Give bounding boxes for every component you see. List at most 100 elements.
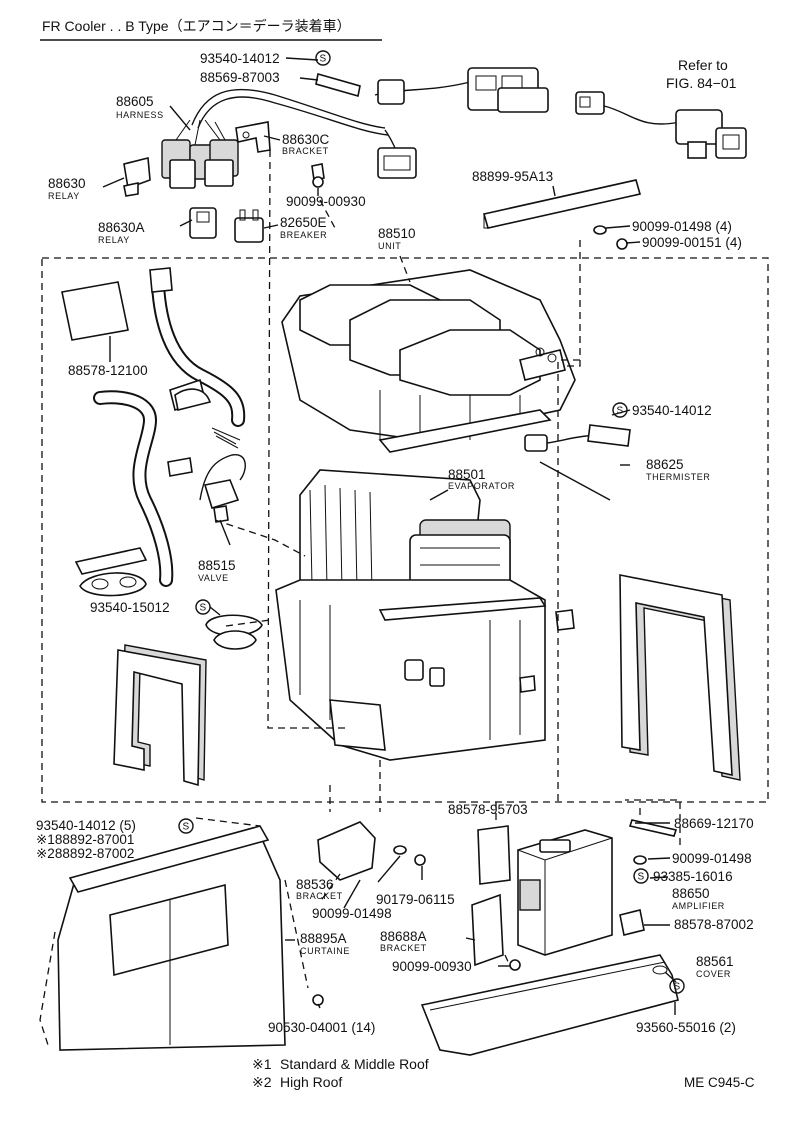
curtain-drawing [57,825,286,1051]
svg-text:88578-95703: 88578-95703 [448,802,528,817]
svg-text:COVER: COVER [696,969,731,979]
harness-drawing [161,67,549,189]
svg-text:Refer to: Refer to [678,57,728,73]
relay-breaker-drawings [123,156,264,243]
part-label-p26: 88536 BRACKET [296,877,343,901]
svg-text:88536: 88536 [296,877,334,892]
svg-text:S: S [638,872,645,883]
svg-text:HARNESS: HARNESS [116,110,164,120]
svg-text:FIG. 84−01: FIG. 84−01 [666,75,737,91]
left-frame-drawing [113,644,207,787]
part-label-p06: 90099-00930 [286,194,366,209]
svg-text:※288892-87002: ※288892-87002 [36,846,134,861]
diagram-title: FR Cooler . . B Type（エアコン＝デーラ装着車） [42,18,351,34]
bracket-88630c-drawing [235,121,325,188]
svg-text:90099-00930: 90099-00930 [392,959,472,974]
part-label-p35: 90530-04001 (14) [268,1020,375,1035]
svg-text:CURTAINE: CURTAINE [300,946,350,956]
svg-text:S: S [674,982,681,993]
part-label-p27: 90179-06115 [376,892,455,907]
svg-text:88630C: 88630C [282,132,330,147]
svg-text:90530-04001 (14): 90530-04001 (14) [268,1020,375,1035]
part-label-p14: 93540-14012 [632,403,712,418]
diagram-title-group: FR Cooler . . B Type（エアコン＝デーラ装着車） [40,18,382,41]
svg-text:BRACKET: BRACKET [296,891,343,901]
svg-text:S: S [617,406,624,417]
right-frame-drawing [619,574,741,781]
svg-text:S: S [200,603,207,614]
reference-harness-drawing [575,91,747,159]
part-label-p20: 88669-12170 [674,816,754,831]
svg-text:93540-14012 (5): 93540-14012 (5) [36,818,136,833]
svg-text:88501: 88501 [448,467,486,482]
service-symbols: S S S S S S [178,50,685,994]
legend-item-standard-middle-roof: ※1 Standard & Middle Roof [252,1056,429,1072]
part-label-p05: 88630 RELAY [48,176,86,201]
gasket-88578-95703-drawing [477,825,511,885]
legend-item-high-roof: ※2 High Roof [252,1074,342,1090]
svg-text:82650E: 82650E [280,215,327,230]
svg-text:90179-06115: 90179-06115 [376,892,455,907]
svg-text:BREAKER: BREAKER [280,230,327,240]
clamp-88569-drawing [315,72,361,98]
thermister-drawing [524,424,631,501]
part-label-p29: 90099-01498 [312,906,392,921]
part-label-p10: 88899-95A13 [472,169,553,184]
svg-text:88578-12100: 88578-12100 [68,363,148,378]
svg-text:AMPLIFIER: AMPLIFIER [672,901,725,911]
part-labels: 93540-14012 88569-87003 88605 HARNESS 88… [36,51,754,1035]
part-label-p02: 88569-87003 [200,70,280,85]
svg-text:BRACKET: BRACKET [282,146,329,156]
part-label-p04: 88630C BRACKET [282,132,330,156]
part-label-p23: ※288892-87002 [36,846,134,861]
part-label-p11: 90099-01498 (4) [632,219,732,234]
part-label-p30: 88578-87002 [674,917,754,932]
hose-valve-drawing [93,267,246,587]
svg-text:Standard & Middle Roof: Standard & Middle Roof [280,1056,429,1072]
cover-drawing [420,954,679,1056]
svg-text:88510: 88510 [378,226,416,241]
part-label-p07: 88630A RELAY [98,220,145,245]
svg-text:88688A: 88688A [380,929,427,944]
svg-text:THERMISTER: THERMISTER [646,472,711,482]
unit-housing-drawing [281,269,576,453]
part-label-p08: 82650E BREAKER [280,215,327,240]
s-symbol-p14 [612,402,628,418]
svg-text:88630: 88630 [48,176,86,191]
part-label-p19: 88578-95703 [448,802,528,817]
strip-88669-drawing [628,819,678,837]
part-label-p24: 90099-01498 [672,851,752,866]
part-label-p09: 88510 UNIT [378,226,416,251]
svg-text:88578-87002: 88578-87002 [674,917,754,932]
svg-text:RELAY: RELAY [48,191,80,201]
part-label-p16: 88501 EVAPORATOR [448,467,514,491]
part-label-p18: 93540-15012 [90,600,170,615]
svg-text:93560-55016 (2): 93560-55016 (2) [636,1020,736,1035]
s-symbol-p01 [315,50,331,66]
svg-text:VALVE: VALVE [198,573,229,583]
svg-text:88669-12170: 88669-12170 [674,816,754,831]
svg-text:88569-87003: 88569-87003 [200,70,280,85]
svg-text:88625: 88625 [646,457,684,472]
amplifier-drawing [517,829,613,956]
svg-text:RELAY: RELAY [98,235,130,245]
part-label-p13: 88578-12100 [68,363,148,378]
part-label-p12: 90099-00151 (4) [642,235,742,250]
svg-text:90099-01498 (4): 90099-01498 (4) [632,219,732,234]
part-label-p17: 88515 VALVE [198,558,236,583]
svg-text:93540-14012: 93540-14012 [200,51,280,66]
part-label-p32: 88688A BRACKET [380,929,427,953]
part-label-p25: 93385-16016 [653,869,733,884]
svg-text:S: S [320,54,327,65]
bracket-88688a-drawing [471,893,504,967]
svg-text:UNIT: UNIT [378,241,401,251]
s-symbol-p25 [633,868,649,884]
part-label-p21: 93540-14012 (5) [36,818,136,833]
alignment-dashed-lines [39,149,681,1046]
s-symbol-p36 [669,978,685,994]
svg-text:88515: 88515 [198,558,236,573]
svg-text:BRACKET: BRACKET [380,943,427,953]
gasket-88578-12100-drawing [61,281,129,341]
part-label-p28: 88650 AMPLIFIER [672,886,725,911]
